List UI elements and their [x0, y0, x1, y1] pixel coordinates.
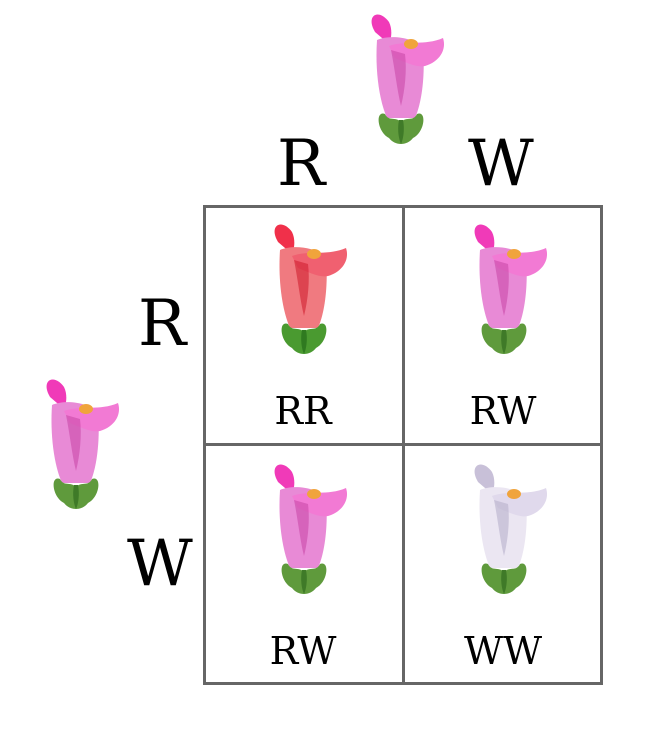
flower-icon	[46, 379, 120, 509]
flower-icon	[274, 464, 348, 594]
grid-divider-horizontal	[203, 443, 603, 446]
genotype-label-rr: RR	[274, 389, 332, 433]
genotype-label-rw-top: RW	[469, 389, 537, 433]
top-parent-flower-icon	[345, 10, 455, 150]
genotype-label-ww: WW	[463, 629, 543, 673]
genotype-label-rw-bottom: RW	[269, 629, 337, 673]
flower-icon	[474, 464, 548, 594]
left-allele-1: R	[138, 287, 187, 361]
cell-rw-bottom-flower-icon	[248, 460, 358, 600]
top-allele-2: W	[468, 127, 534, 201]
cell-ww-flower-icon	[448, 460, 558, 600]
left-allele-2: W	[127, 527, 193, 601]
cell-rr-flower-icon	[248, 220, 358, 360]
flower-icon	[274, 224, 348, 354]
flower-icon	[474, 224, 548, 354]
top-allele-1: R	[277, 127, 326, 201]
flower-icon	[371, 14, 445, 144]
left-parent-flower-icon	[20, 375, 130, 515]
cell-rw-top-flower-icon	[448, 220, 558, 360]
